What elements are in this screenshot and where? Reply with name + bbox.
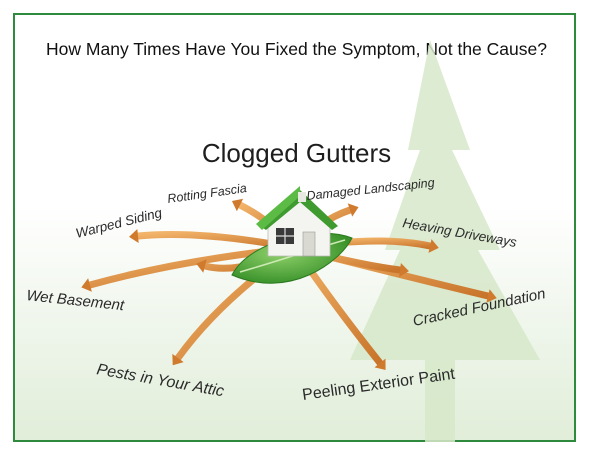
- symptom-label-pests-in-your-attic: Pests in Your Attic: [95, 361, 225, 400]
- arrowhead-warped-siding: [129, 229, 139, 243]
- arrowhead-peeling-exterior-paint: [374, 358, 386, 371]
- arrowhead-heaving-driveways: [428, 239, 439, 253]
- arrowhead-rotting-fascia: [231, 198, 244, 212]
- arrowhead-group: [81, 198, 497, 371]
- center-title: Clogged Gutters: [201, 138, 392, 168]
- house-icon: [256, 186, 338, 257]
- headline: How Many Times Have You Fixed the Sympto…: [46, 39, 547, 59]
- symptom-label-wet-basement: Wet Basement: [26, 287, 126, 314]
- arrowhead-cracked-foundation: [486, 289, 497, 303]
- pine-tree-watermark: [350, 40, 540, 442]
- arrowhead-extra-left: [196, 259, 207, 273]
- arrowhead-wet-basement: [81, 278, 92, 292]
- arrowhead-damaged-landscaping: [347, 203, 359, 217]
- arrowhead-pests-in-your-attic: [172, 353, 184, 366]
- arrowhead-extra-right: [399, 263, 409, 277]
